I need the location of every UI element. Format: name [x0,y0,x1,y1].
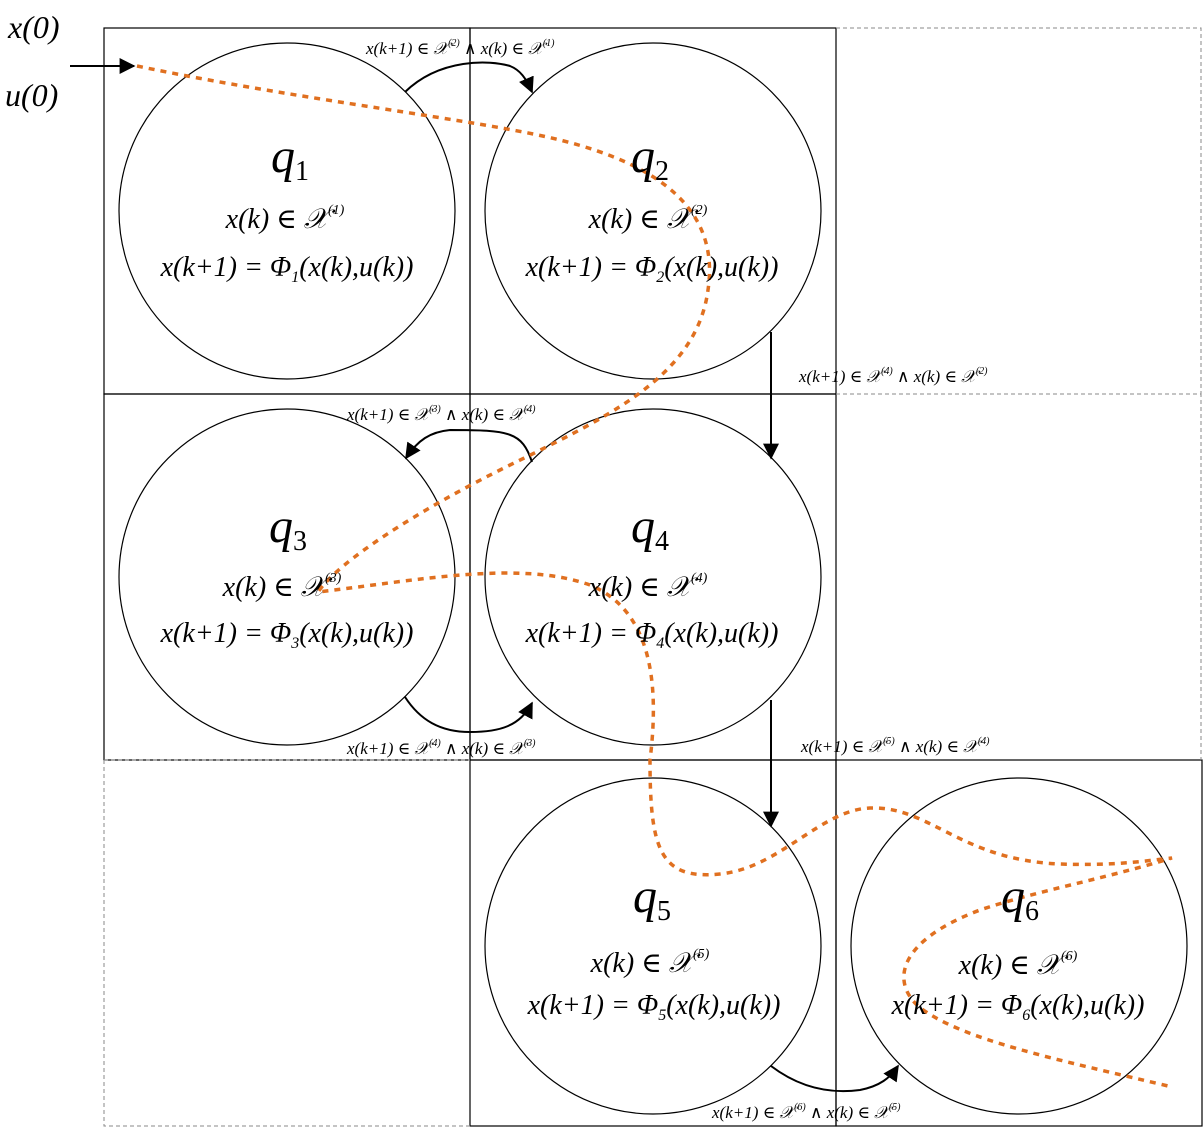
state-q6-text: q6 x(k) ∈ 𝒳(6) x(k+1) = Φ6(x(k),u(k)) [891,870,1145,1024]
guard-q5-q6: x(k+1) ∈ 𝒳(6) ∧ x(k) ∈ 𝒳(5) [711,1102,901,1122]
state-name-q5: q5 [633,870,671,927]
state-name-q4: q4 [631,500,669,557]
state-domain-q6: x(k) ∈ 𝒳(6) [958,949,1078,981]
state-name-q3: q3 [269,500,307,557]
cell-q5 [469,759,837,1127]
state-circle-q1 [118,42,456,380]
state-domain-q4: x(k) ∈ 𝒳(4) [588,571,708,603]
state-domain-q5: x(k) ∈ 𝒳(5) [590,947,710,979]
state-circle-q5 [484,777,822,1115]
state-update-q3: x(k+1) = Φ3(x(k),u(k)) [160,618,414,652]
state-q3-text: q3 x(k) ∈ 𝒳(3) x(k+1) = Φ3(x(k),u(k)) [160,500,414,652]
state-name-q1: q1 [271,130,309,187]
state-name-q2: q2 [631,130,669,187]
guard-q2-q4: x(k+1) ∈ 𝒳(4) ∧ x(k) ∈ 𝒳(2) [798,366,988,386]
state-circle-q2 [484,42,822,380]
state-update-q5: x(k+1) = Φ5(x(k),u(k)) [527,990,781,1024]
state-name-q6: q6 [1001,870,1039,927]
guard-q3-q4: x(k+1) ∈ 𝒳(4) ∧ x(k) ∈ 𝒳(3) [346,738,536,758]
initial-input-label: u(0) [5,77,58,113]
guard-q4-q3: x(k+1) ∈ 𝒳(3) ∧ x(k) ∈ 𝒳(4) [346,404,536,424]
cell-empty-top-right [836,27,1202,760]
state-domain-q3: x(k) ∈ 𝒳(3) [222,571,342,603]
state-domain-q2: x(k) ∈ 𝒳(2) [588,203,708,235]
state-q1-text: q1 x(k) ∈ 𝒳(1) x(k+1) = Φ1(x(k),u(k)) [160,130,414,286]
arrow-q5-q6 [770,1064,899,1093]
state-q5-text: q5 x(k) ∈ 𝒳(5) x(k+1) = Φ5(x(k),u(k)) [527,870,781,1024]
state-update-q4: x(k+1) = Φ4(x(k),u(k)) [525,618,779,652]
state-circle-q4 [484,408,822,746]
guard-q4-q5: x(k+1) ∈ 𝒳(5) ∧ x(k) ∈ 𝒳(4) [800,736,990,756]
grid [103,27,1203,1127]
transition-arrows [70,58,899,1093]
guard-q1-q2: x(k+1) ∈ 𝒳(2) ∧ x(k) ∈ 𝒳(1) [365,38,555,58]
state-trajectory [136,64,1173,1088]
state-q2-text: q2 x(k) ∈ 𝒳(2) x(k+1) = Φ2(x(k),u(k)) [525,130,779,286]
state-update-q1: x(k+1) = Φ1(x(k),u(k)) [160,252,414,286]
arrow-q4-q3 [405,428,533,463]
cell-q6 [835,759,1203,1127]
state-circle-q6 [850,777,1188,1115]
state-update-q2: x(k+1) = Φ2(x(k),u(k)) [525,252,779,286]
initial-state-label: x(0) [7,9,60,45]
cell-empty-bottom-left [103,759,470,1127]
arrow-q3-q4 [404,696,533,734]
state-domain-q1: x(k) ∈ 𝒳(1) [225,203,345,235]
state-q4-text: q4 x(k) ∈ 𝒳(4) x(k+1) = Φ4(x(k),u(k)) [525,500,779,652]
state-update-q6: x(k+1) = Φ6(x(k),u(k)) [891,990,1145,1024]
arrow-q1-q2 [404,61,534,94]
